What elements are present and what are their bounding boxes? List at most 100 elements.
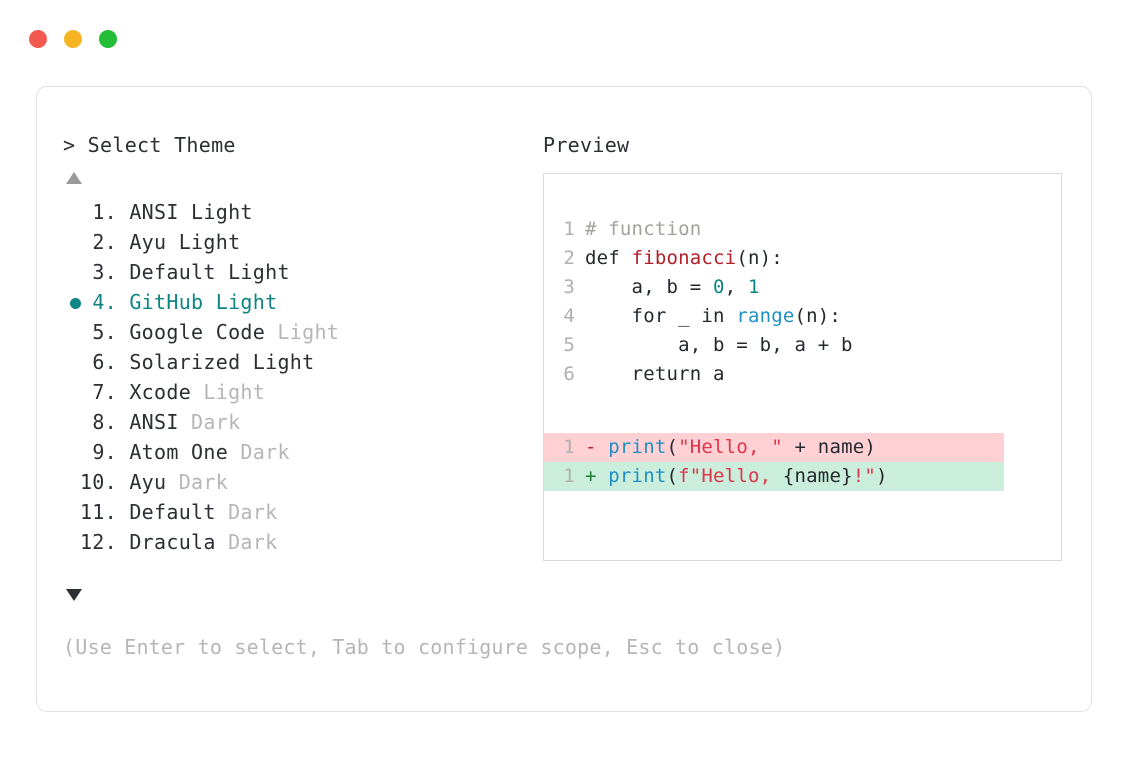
theme-list-item[interactable]: 8. ANSI Dark (63, 407, 533, 437)
diff-line-removed: 1- print("Hello, " + name) (544, 433, 1004, 462)
theme-list-item[interactable]: 6. Solarized Light (63, 347, 533, 377)
theme-item-name: ANSI (117, 200, 179, 224)
diff-sample: 1- print("Hello, " + name)1+ print(f"Hel… (544, 433, 1061, 491)
line-number: 3 (563, 276, 575, 298)
theme-list-item[interactable]: 10. Ayu Dark (63, 467, 533, 497)
code-token: + name) (782, 436, 877, 458)
code-token: a, b = (585, 276, 714, 298)
code-token: , (724, 276, 748, 298)
code-line: 6 return a (562, 360, 1061, 389)
theme-item-index: 12. (79, 530, 117, 554)
minimize-window-button[interactable] (64, 30, 82, 48)
theme-item-index: 4. (92, 290, 117, 314)
theme-item-variant: Dark (215, 530, 278, 554)
theme-item-index: 11. (79, 500, 117, 524)
code-token: ) (876, 465, 888, 487)
theme-item-variant: Dark (166, 470, 229, 494)
theme-item-index: 7. (92, 380, 117, 404)
code-token: 1 (747, 276, 760, 298)
code-token: ( (666, 465, 679, 487)
theme-item-variant: Light (191, 380, 266, 404)
theme-list-item[interactable]: 1. ANSI Light (63, 197, 533, 227)
theme-item-name: Ayu (117, 230, 167, 254)
theme-list-item[interactable]: 7. Xcode Light (63, 377, 533, 407)
theme-item-variant: Light (166, 230, 241, 254)
scroll-down-arrow-icon[interactable] (66, 589, 82, 601)
diff-line-added: 1+ print(f"Hello, {name}!") (544, 462, 1004, 491)
theme-item-name: Dracula (117, 530, 216, 554)
code-token: for _ in (585, 305, 737, 327)
code-token: fibonacci (631, 247, 737, 269)
theme-list-item[interactable]: 9. Atom One Dark (63, 437, 533, 467)
scroll-up-arrow-icon[interactable] (66, 172, 82, 184)
code-token: 0 (713, 276, 725, 298)
code-token: print (608, 465, 667, 487)
theme-item-index: 6. (92, 350, 117, 374)
theme-item-variant: Light (240, 350, 315, 374)
theme-item-index: 9. (92, 440, 117, 464)
code-token: "Hello, " (678, 436, 783, 458)
theme-item-index: 3. (92, 260, 117, 284)
theme-item-name: Xcode (117, 380, 192, 404)
code-line: 3 a, b = 0, 1 (562, 273, 1061, 302)
code-token: !" (852, 465, 877, 487)
theme-item-variant: Light (265, 320, 340, 344)
theme-list-item[interactable]: 12. Dracula Dark (63, 527, 533, 557)
theme-item-name: Ayu (117, 470, 167, 494)
code-line: 5 a, b = b, a + b (562, 331, 1061, 360)
theme-item-variant: Light (203, 290, 278, 314)
code-token: (n): (794, 305, 842, 327)
theme-list-item[interactable]: 4. GitHub Light (63, 287, 533, 317)
diff-marker: - (585, 436, 609, 458)
close-window-button[interactable] (29, 30, 47, 48)
theme-item-name: Default (117, 500, 216, 524)
theme-item-name: Default (117, 260, 216, 284)
code-token: (n): (736, 247, 783, 269)
code-token: return a (585, 363, 725, 385)
theme-item-variant: Light (178, 200, 253, 224)
code-line: 1# function (562, 215, 1061, 244)
theme-item-variant: Dark (178, 410, 241, 434)
theme-list-item[interactable]: 3. Default Light (63, 257, 533, 287)
theme-list-item[interactable]: 5. Google Code Light (63, 317, 533, 347)
line-number: 2 (563, 247, 575, 269)
code-token: print (608, 436, 667, 458)
window-titlebar (0, 0, 1129, 78)
theme-item-name: ANSI (117, 410, 179, 434)
select-theme-prompt: > Select Theme (63, 133, 236, 157)
line-number: 4 (563, 305, 575, 327)
theme-item-variant: Dark (228, 440, 290, 464)
line-number: 6 (563, 363, 575, 385)
theme-item-index: 8. (92, 410, 117, 434)
maximize-window-button[interactable] (99, 30, 117, 48)
preview-label: Preview (543, 133, 630, 157)
line-number: 5 (563, 334, 575, 356)
theme-item-index: 2. (92, 230, 117, 254)
code-token: # function (585, 218, 702, 240)
theme-item-name: Solarized (117, 350, 241, 374)
theme-item-variant: Dark (215, 500, 278, 524)
code-token: ( (666, 436, 679, 458)
code-line: 2 def fibonacci(n): (562, 244, 1061, 273)
theme-item-name: GitHub (117, 290, 204, 314)
theme-item-index: 10. (79, 470, 117, 494)
theme-item-index: 1. (92, 200, 117, 224)
theme-list-item[interactable]: 2. Ayu Light (63, 227, 533, 257)
code-line: 4 for _ in range(n): (562, 302, 1061, 331)
theme-item-name: Atom One (117, 440, 229, 464)
code-token: def (585, 247, 632, 269)
selected-bullet-icon (70, 298, 81, 309)
line-number: 1 (563, 465, 575, 487)
code-token: a, b = b, a + b (585, 334, 853, 356)
theme-list-item[interactable]: 11. Default Dark (63, 497, 533, 527)
code-token: f"Hello, (678, 465, 783, 487)
line-number: 1 (563, 436, 575, 458)
theme-item-variant: Light (215, 260, 290, 284)
keyboard-hint-text: (Use Enter to select, Tab to configure s… (63, 635, 786, 659)
